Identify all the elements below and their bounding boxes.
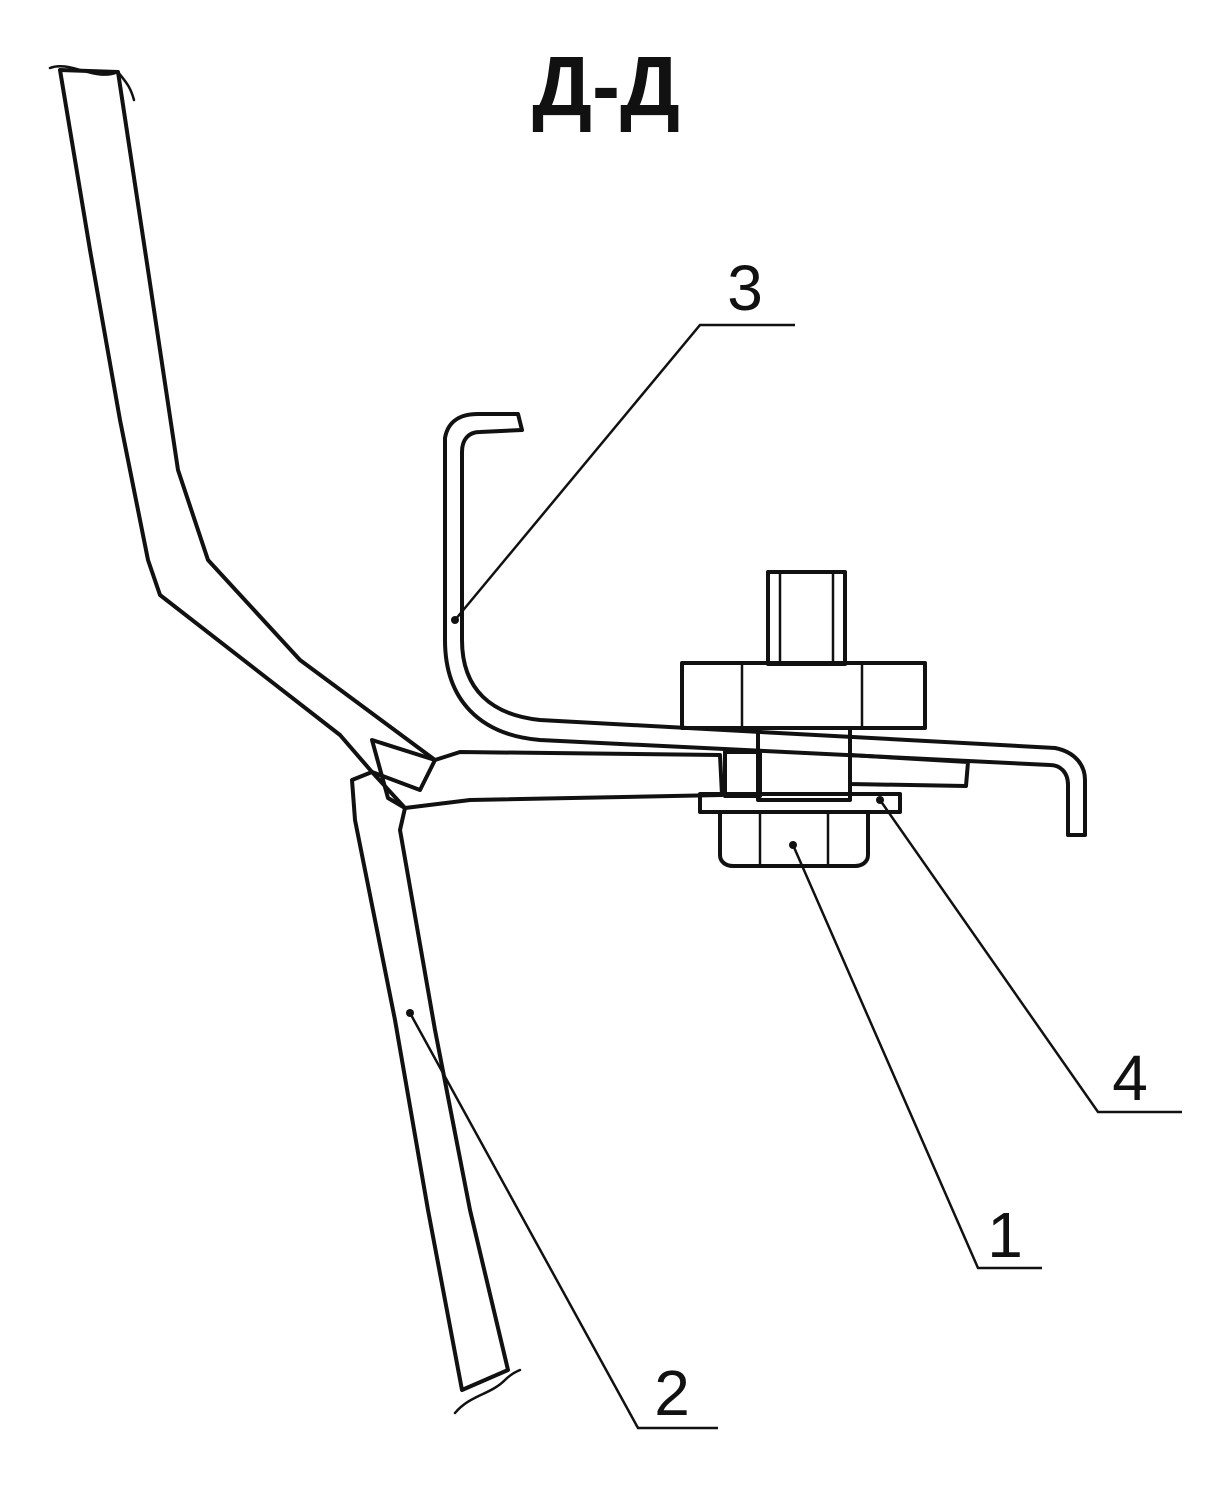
upper-nut <box>680 661 927 730</box>
leader-line-4 <box>878 799 1182 1114</box>
break-line-top <box>48 65 136 102</box>
leader-line-3 <box>454 323 795 621</box>
callout-label-4: 4 <box>1112 1042 1148 1114</box>
callout-label-2: 2 <box>654 1357 690 1429</box>
break-line-bottom <box>453 1368 522 1415</box>
bolt-collar <box>723 750 762 798</box>
bracket-section <box>443 412 1087 837</box>
leader-line-2 <box>408 1012 718 1430</box>
lower-wall-section <box>350 770 510 1392</box>
leader-line-1 <box>791 844 1042 1270</box>
upper-wall-section <box>58 68 437 792</box>
spacer-section <box>848 753 970 788</box>
bolt-shank <box>756 726 852 802</box>
callout-label-3: 3 <box>727 252 763 324</box>
section-title: Д-Д <box>532 39 680 133</box>
callout-label-1: 1 <box>987 1199 1023 1271</box>
bolt-head <box>718 810 870 868</box>
